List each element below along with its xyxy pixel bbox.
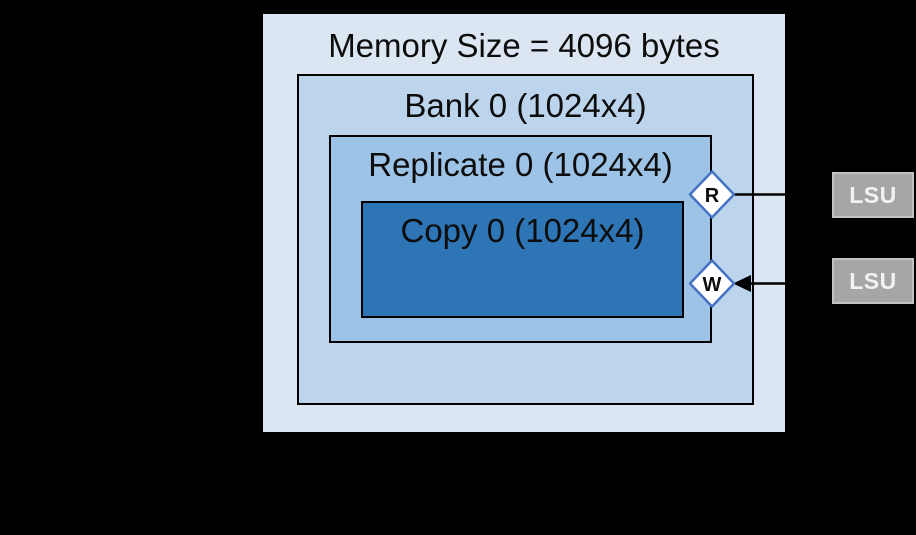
lsu-write-label: LSU xyxy=(849,267,897,294)
lsu-read-unit: LSU xyxy=(832,172,914,218)
memory-size-title: Memory Size = 4096 bytes xyxy=(328,27,720,64)
copy-box: Copy 0 (1024x4) xyxy=(361,201,684,318)
copy-label: Copy 0 (1024x4) xyxy=(400,212,645,249)
lsu-read-label: LSU xyxy=(849,181,897,208)
lsu-write-unit: LSU xyxy=(832,258,914,304)
bank-label: Bank 0 (1024x4) xyxy=(404,87,647,124)
replicate-label: Replicate 0 (1024x4) xyxy=(368,146,673,183)
